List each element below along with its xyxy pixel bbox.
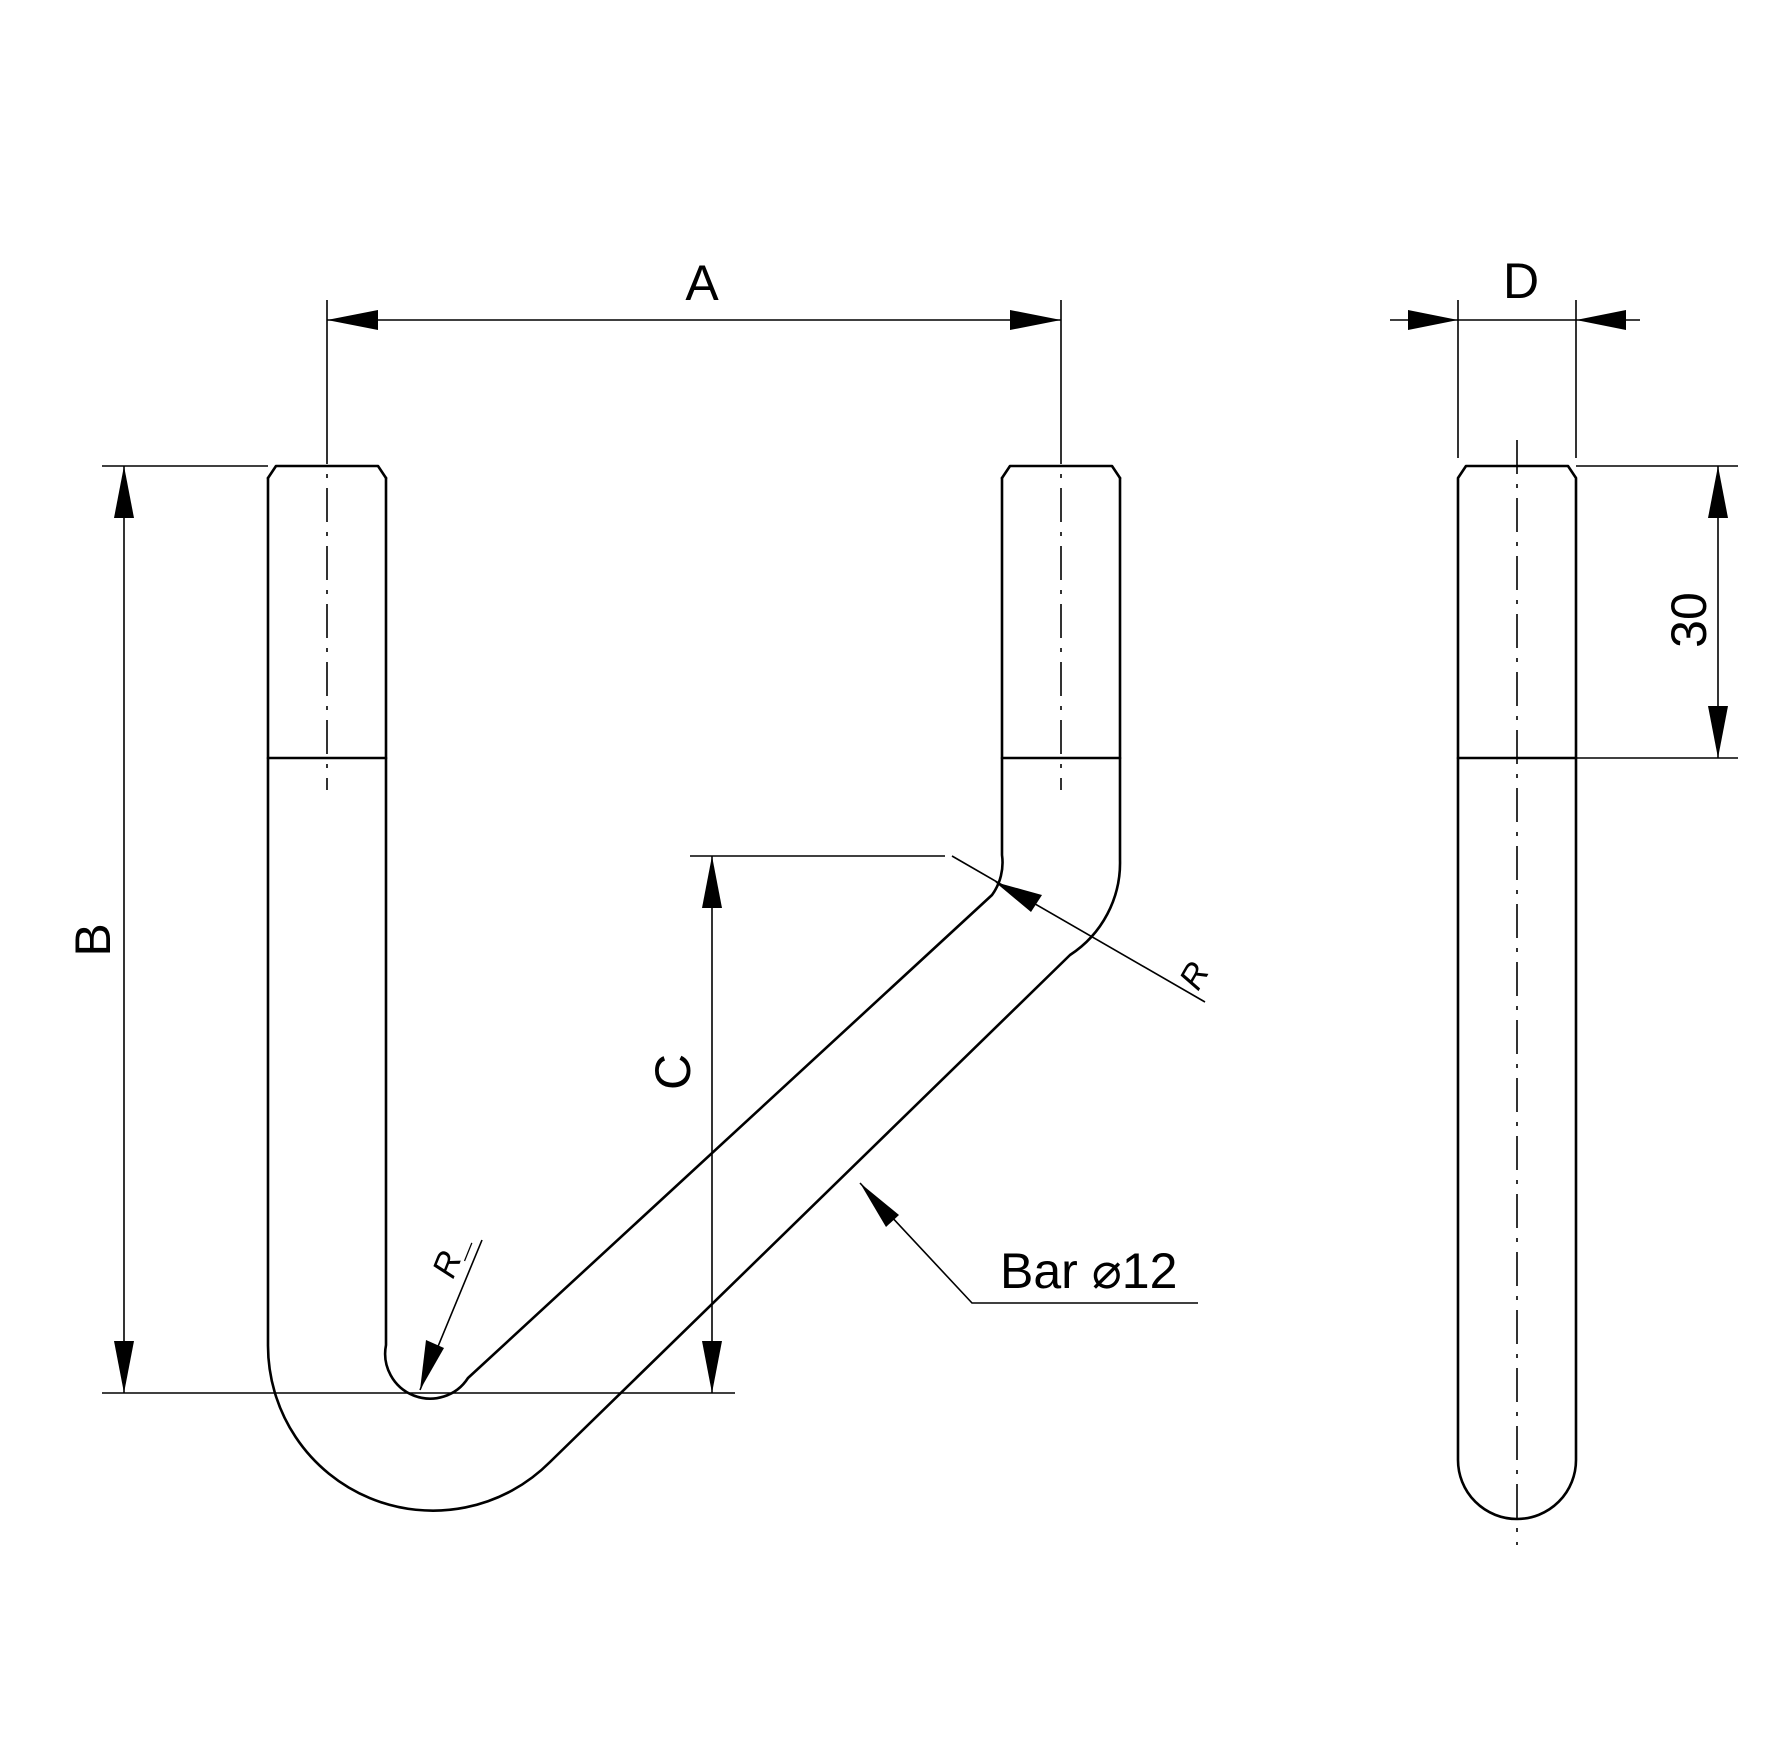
dimension-b: B xyxy=(65,465,735,1394)
radius-outer-leader: R xyxy=(951,855,1217,1003)
radius-inner-label: R_ xyxy=(425,1228,477,1283)
front-view xyxy=(266,430,1122,1512)
left-thread-end xyxy=(266,464,388,480)
bar-diameter-label: Bar ⌀12 xyxy=(1000,1243,1177,1299)
dimension-a-label: A xyxy=(685,255,719,311)
side-view xyxy=(1456,440,1578,1545)
dimension-thread-length-label: 30 xyxy=(1661,592,1717,648)
dimension-thread-length: 30 xyxy=(1576,465,1738,759)
dimension-b-label: B xyxy=(65,923,121,956)
dimension-a: A xyxy=(326,255,1062,430)
dimension-d-label: D xyxy=(1503,253,1539,309)
dimension-d: D xyxy=(1390,253,1640,458)
radius-outer-label: R xyxy=(1172,956,1217,996)
radius-inner-leader: R_ xyxy=(419,1228,483,1391)
dimension-c: C xyxy=(645,855,945,1393)
side-view-outline xyxy=(1456,464,1578,1521)
dimension-c-label: C xyxy=(645,1054,701,1090)
bolt-outline-inner xyxy=(383,476,1004,1400)
bolt-outline-outer xyxy=(266,476,1122,1512)
bar-diameter-leader: Bar ⌀12 xyxy=(859,1182,1198,1304)
right-thread-end xyxy=(1000,464,1122,480)
